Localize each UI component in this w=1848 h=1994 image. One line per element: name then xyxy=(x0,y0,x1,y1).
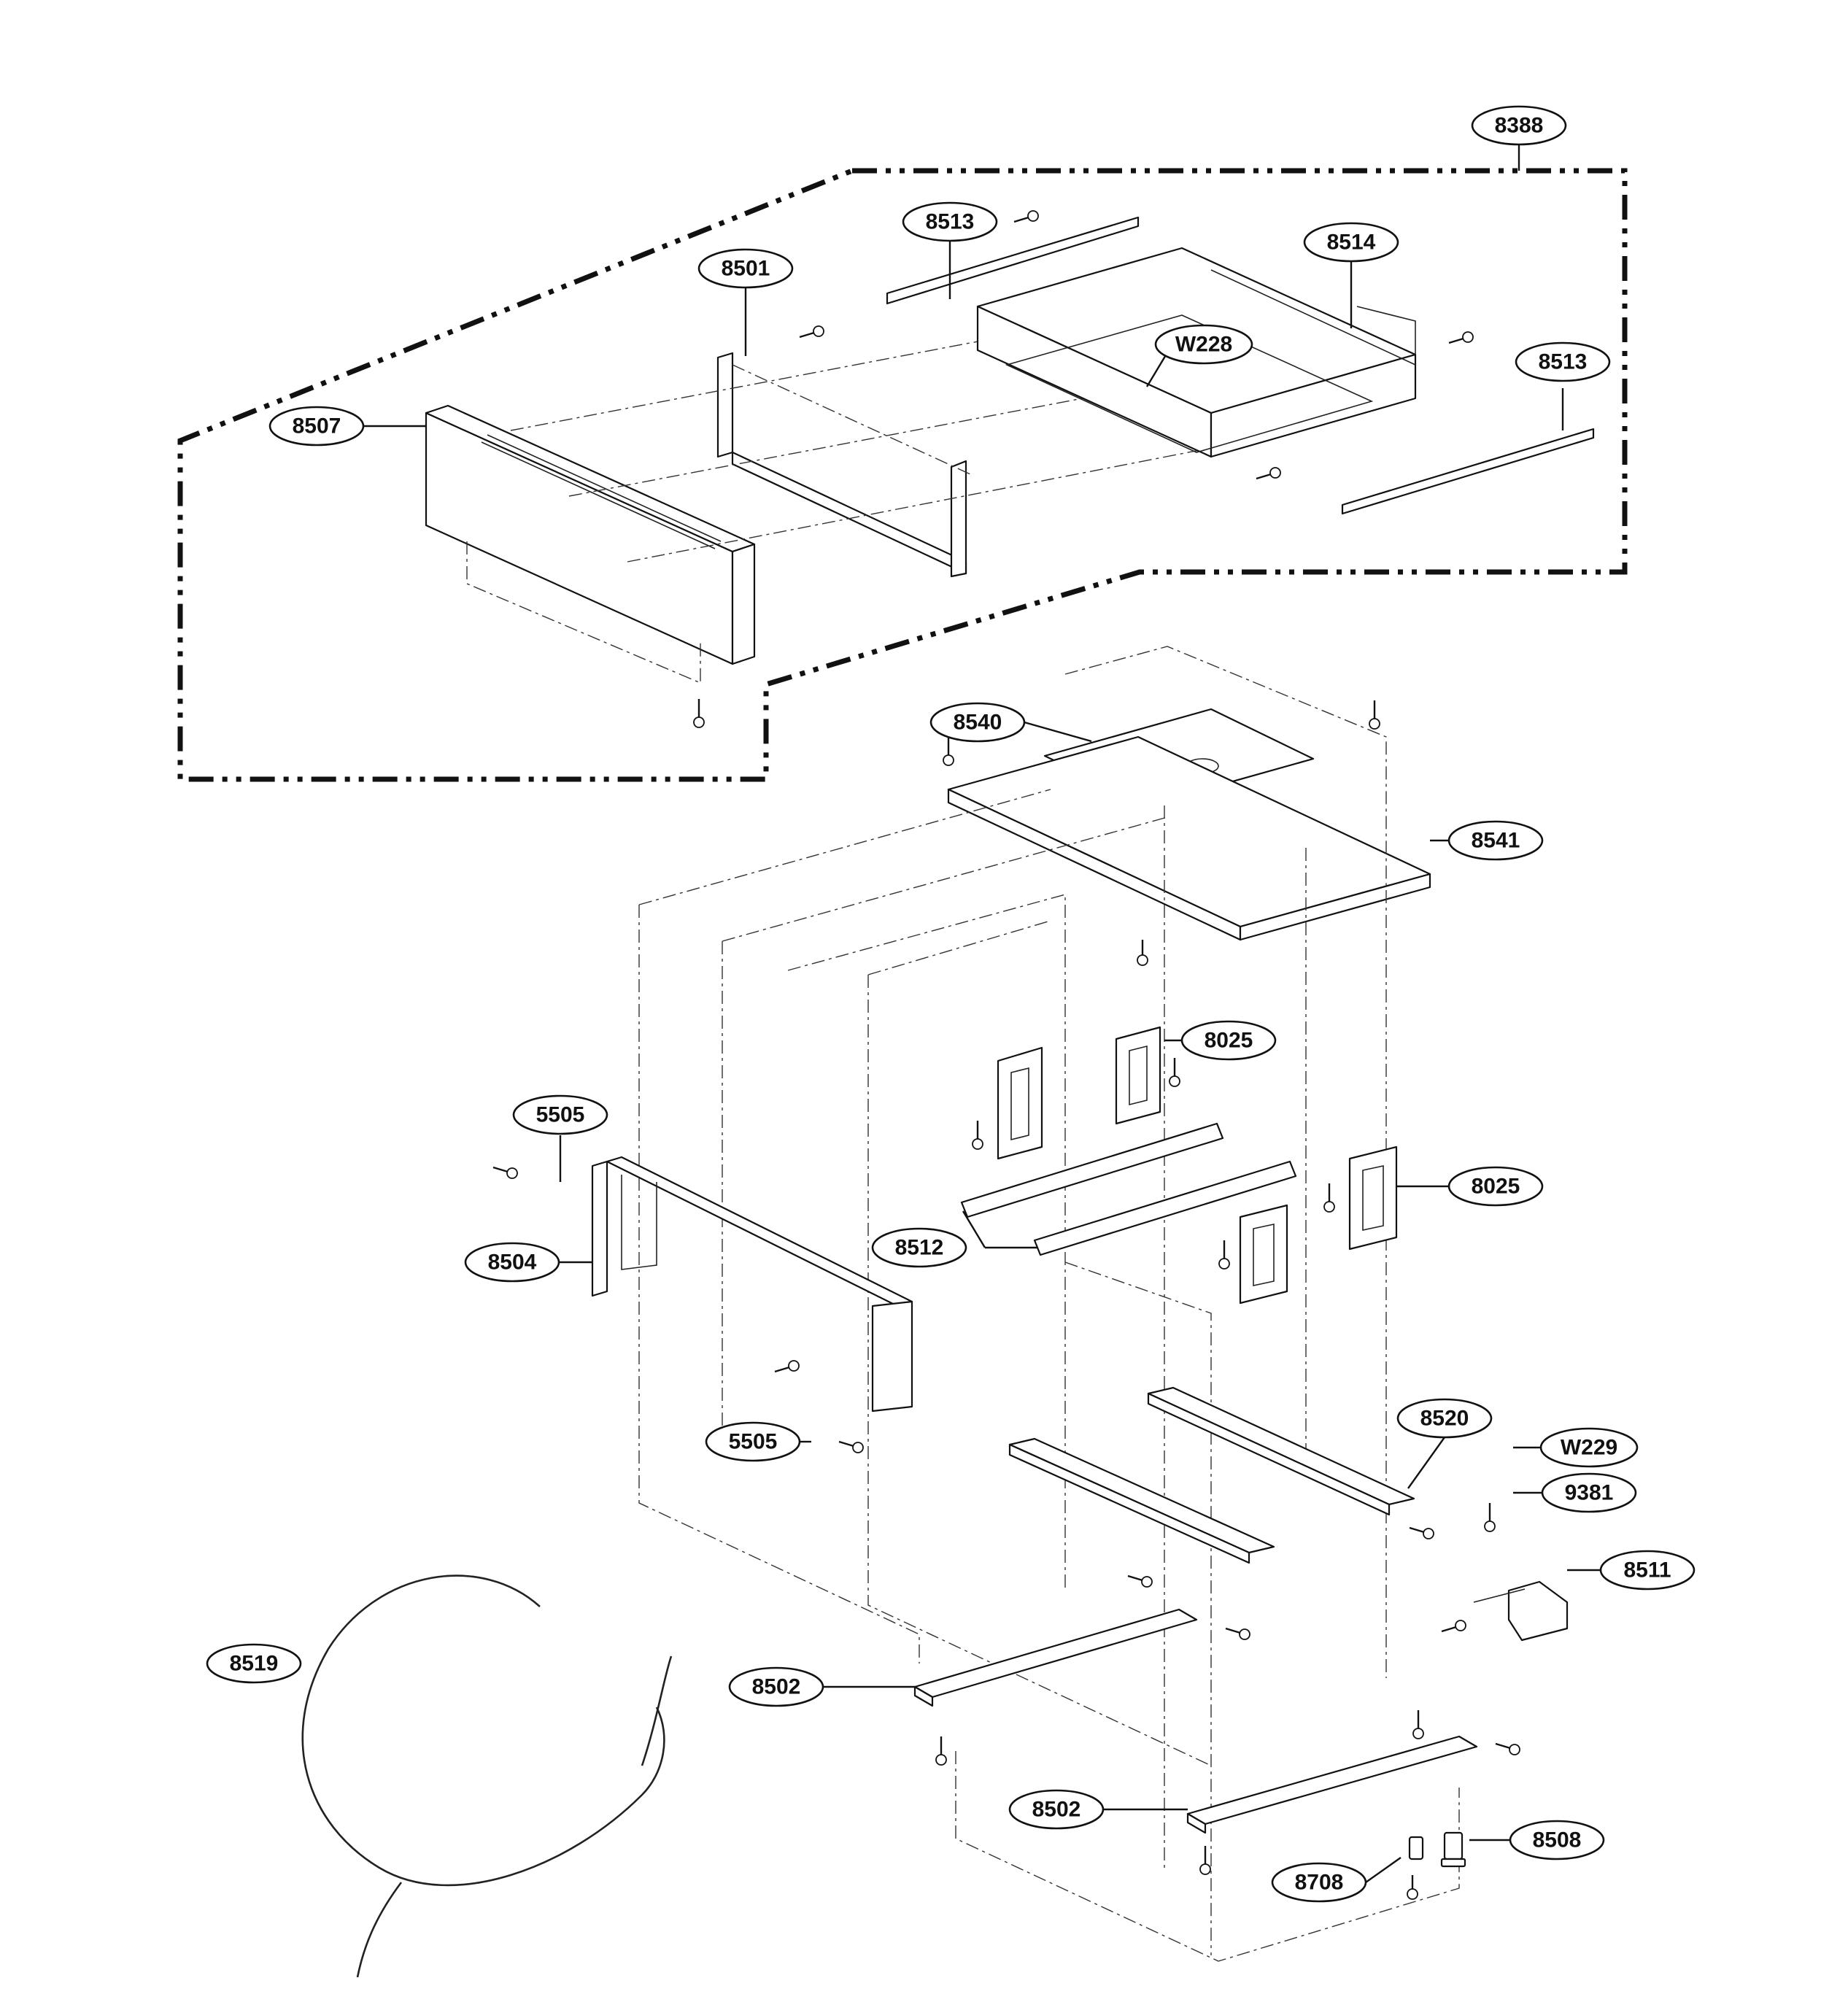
assembly-8388-boundary xyxy=(177,168,1628,782)
svg-text:8708: 8708 xyxy=(1295,1871,1344,1895)
bracket-8025-lower xyxy=(1239,1204,1288,1305)
callout-8501: 8501 xyxy=(697,248,794,289)
drawer-front-8507 xyxy=(425,404,756,684)
screw-22 xyxy=(1407,1875,1418,1900)
screw-4 xyxy=(1256,467,1281,480)
svg-text:8025: 8025 xyxy=(1205,1029,1253,1053)
callout-W229: W229 xyxy=(1539,1427,1639,1468)
tray-8520-left xyxy=(1008,1437,1275,1564)
bottom-rail-8502-left xyxy=(913,1608,1198,1707)
svg-text:8541: 8541 xyxy=(1472,829,1520,853)
bracket-8025-left xyxy=(997,1046,1043,1160)
callout-8502-left: 8502 xyxy=(728,1666,824,1707)
svg-text:8508: 8508 xyxy=(1533,1828,1582,1852)
svg-text:8507: 8507 xyxy=(293,414,341,438)
screw-20 xyxy=(1495,1742,1520,1755)
callout-8520: 8520 xyxy=(1396,1398,1493,1439)
screw-17 xyxy=(1225,1627,1250,1640)
foot-8708 xyxy=(1408,1836,1424,1860)
svg-text:5505: 5505 xyxy=(536,1103,585,1127)
screw-5 xyxy=(693,699,705,728)
callout-8514: 8514 xyxy=(1303,222,1399,263)
callout-8512: 8512 xyxy=(871,1227,967,1268)
svg-text:8512: 8512 xyxy=(895,1236,944,1260)
screw-2 xyxy=(799,325,824,339)
screw-15 xyxy=(1218,1240,1230,1270)
svg-text:8513: 8513 xyxy=(1539,350,1588,374)
svg-text:W228: W228 xyxy=(1175,333,1232,357)
slide-rail-8513-right xyxy=(1341,428,1595,515)
callout-5505-upper: 5505 xyxy=(512,1094,608,1135)
screw-3 xyxy=(1448,331,1474,344)
callout-8507: 8507 xyxy=(268,406,365,447)
screw-23 xyxy=(1409,1526,1434,1539)
svg-text:8502: 8502 xyxy=(752,1675,801,1699)
screw-13 xyxy=(1169,1058,1180,1087)
callout-5505-lower: 5505 xyxy=(705,1421,801,1462)
screw-24 xyxy=(1441,1620,1466,1633)
bracket-8025-center xyxy=(1115,1026,1161,1125)
drawer-rail-8501 xyxy=(510,313,1226,578)
callout-8025-center: 8025 xyxy=(1180,1020,1277,1061)
cross-rail-8512-upper xyxy=(960,1122,1224,1218)
callout-8513-right: 8513 xyxy=(1515,341,1611,382)
top-panel-8541 xyxy=(947,735,1431,941)
callout-8504: 8504 xyxy=(464,1242,560,1283)
screw-14 xyxy=(1323,1183,1335,1213)
svg-text:8513: 8513 xyxy=(926,210,975,234)
leveling-leg-8508 xyxy=(1440,1831,1466,1868)
screw-18 xyxy=(935,1736,947,1766)
wire-harness-8519 xyxy=(301,1574,673,1978)
callout-8519: 8519 xyxy=(206,1643,302,1684)
cabinet-frame-hidden-lines xyxy=(638,646,1460,1962)
screw-7 xyxy=(1369,700,1380,730)
svg-text:W229: W229 xyxy=(1561,1436,1617,1460)
screw-25 xyxy=(1484,1503,1496,1532)
callout-8025-right: 8025 xyxy=(1447,1166,1544,1207)
callout-8511: 8511 xyxy=(1599,1550,1696,1591)
bottom-rail-8502-right xyxy=(1186,1735,1478,1834)
svg-text:8511: 8511 xyxy=(1623,1558,1671,1583)
screw-21 xyxy=(1199,1846,1211,1875)
svg-text:8025: 8025 xyxy=(1472,1175,1520,1199)
svg-text:8519: 8519 xyxy=(230,1652,279,1676)
callout-8502-right: 8502 xyxy=(1008,1789,1105,1830)
svg-text:8504: 8504 xyxy=(488,1251,537,1275)
front-frame-8504 xyxy=(591,1156,913,1413)
callout-9381: 9381 xyxy=(1541,1472,1637,1513)
screw-19 xyxy=(1412,1710,1424,1739)
svg-text:8520: 8520 xyxy=(1420,1407,1469,1431)
screw-16 xyxy=(1127,1574,1153,1588)
callout-8540: 8540 xyxy=(929,702,1026,743)
callout-8508: 8508 xyxy=(1509,1820,1605,1860)
svg-text:9381: 9381 xyxy=(1565,1481,1614,1505)
svg-text:8501: 8501 xyxy=(722,257,770,281)
screw-9 xyxy=(492,1166,518,1179)
svg-text:8502: 8502 xyxy=(1032,1798,1081,1822)
screw-12 xyxy=(972,1121,983,1150)
callout-W228: W228 xyxy=(1154,324,1253,365)
callout-8388: 8388 xyxy=(1471,105,1567,146)
svg-text:8388: 8388 xyxy=(1495,114,1544,138)
cross-rail-8512-lower xyxy=(1033,1160,1297,1256)
screw-11 xyxy=(838,1440,864,1453)
screw-1 xyxy=(1013,210,1039,223)
bracket-8511 xyxy=(1473,1580,1569,1642)
bracket-8025-right xyxy=(1348,1145,1398,1251)
svg-text:8514: 8514 xyxy=(1327,231,1376,255)
screw-10 xyxy=(774,1360,800,1373)
callout-8708: 8708 xyxy=(1271,1862,1367,1903)
screw-6 xyxy=(943,737,954,766)
callout-8513-upper: 8513 xyxy=(902,201,998,242)
svg-text:5505: 5505 xyxy=(729,1430,778,1454)
callout-8541: 8541 xyxy=(1447,820,1544,861)
tray-8520-right xyxy=(1147,1386,1415,1516)
screw-8 xyxy=(1137,940,1148,966)
svg-text:8540: 8540 xyxy=(954,711,1002,735)
